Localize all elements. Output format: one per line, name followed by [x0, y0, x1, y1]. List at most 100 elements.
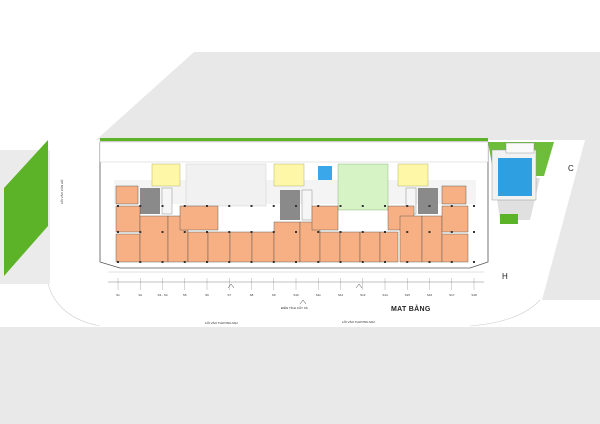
column [295, 205, 297, 207]
axis-label: S7 [227, 293, 231, 297]
column [139, 231, 142, 233]
retail-unit [115, 233, 141, 263]
structural-columns [117, 205, 475, 263]
column [117, 231, 119, 233]
column [384, 205, 386, 207]
lobby-west [151, 163, 181, 187]
column [228, 231, 231, 233]
core-center-lift [301, 189, 313, 221]
column [428, 205, 431, 207]
retail-unit [379, 231, 399, 263]
core-center [280, 190, 300, 220]
left-side-label: LỐI VÀO CĂN HỘ [60, 179, 64, 204]
west-wing-top [115, 185, 139, 205]
axis-label: S13 [360, 293, 366, 297]
column [206, 205, 208, 207]
axis-label: S2 [138, 293, 142, 297]
entry-arrow [299, 299, 307, 305]
column [384, 231, 386, 233]
retail-unit [187, 231, 209, 263]
column [139, 205, 142, 207]
plan-title: MAT BẰNG [391, 306, 431, 313]
core-east [418, 188, 438, 214]
column [250, 261, 253, 263]
column [161, 231, 164, 233]
road-label-north: ĐIỆN TÍCH CÂY XÀ [281, 306, 308, 310]
lower-block [0, 327, 600, 424]
entry-arrow [227, 283, 235, 289]
pool-building [505, 142, 535, 154]
column [117, 261, 119, 263]
column [473, 205, 475, 207]
pool [498, 158, 532, 196]
column [272, 205, 275, 207]
retail-unit [139, 215, 169, 263]
retail-unit [273, 221, 301, 263]
axis-label: S3 - S4 [157, 293, 167, 297]
upper-block [96, 52, 600, 140]
retail-unit [441, 205, 469, 233]
column [228, 205, 231, 207]
column [361, 261, 364, 263]
right-block [542, 140, 600, 300]
axis-label: S1 [116, 293, 120, 297]
left-lawn [4, 140, 48, 276]
lobby-blue [318, 166, 332, 180]
column [317, 205, 320, 207]
retail-unit [441, 233, 469, 263]
retail-unit [421, 215, 443, 263]
column [206, 261, 208, 263]
axis-label: S5 [183, 293, 187, 297]
column [450, 261, 453, 263]
core-west [140, 188, 160, 214]
column [139, 261, 142, 263]
column [317, 261, 320, 263]
column [406, 261, 409, 263]
column [183, 205, 186, 207]
retail-unit [339, 231, 361, 263]
column [406, 231, 409, 233]
retail-unit [115, 205, 141, 233]
column [473, 261, 475, 263]
column [473, 231, 475, 233]
column [450, 205, 453, 207]
column [339, 261, 342, 263]
column [339, 205, 342, 207]
lobby-east [397, 163, 429, 187]
road-label-east: LỐI VÀO THƯƠNG MẠI [342, 320, 375, 324]
core-west-lift [161, 187, 173, 215]
section-marker-c: C [568, 164, 574, 173]
axis-label: S10 [293, 293, 299, 297]
retail-units [115, 205, 469, 263]
column [183, 231, 186, 233]
column [228, 261, 231, 263]
column [361, 205, 364, 207]
axis-label: S15 [405, 293, 411, 297]
column [384, 261, 386, 263]
road-curve-right [469, 299, 541, 327]
retail-unit [399, 215, 423, 263]
retail-unit [229, 231, 253, 263]
axis-label: S17 [449, 293, 455, 297]
road-curve-left [47, 283, 101, 327]
entry-arrow [355, 283, 363, 289]
court-hedge [500, 214, 518, 224]
column [295, 261, 297, 263]
service-hall [337, 163, 389, 211]
axis-label: S8 [250, 293, 254, 297]
axis-label: S18 [471, 293, 477, 297]
axis-label: S6 [205, 293, 209, 297]
column [450, 231, 453, 233]
retail-unit [251, 231, 275, 263]
column [339, 231, 342, 233]
column [428, 261, 431, 263]
column [250, 205, 253, 207]
column [406, 205, 409, 207]
column [161, 261, 164, 263]
axis-label: S9 [272, 293, 276, 297]
axis-label: S11 [316, 293, 321, 297]
column [361, 231, 364, 233]
